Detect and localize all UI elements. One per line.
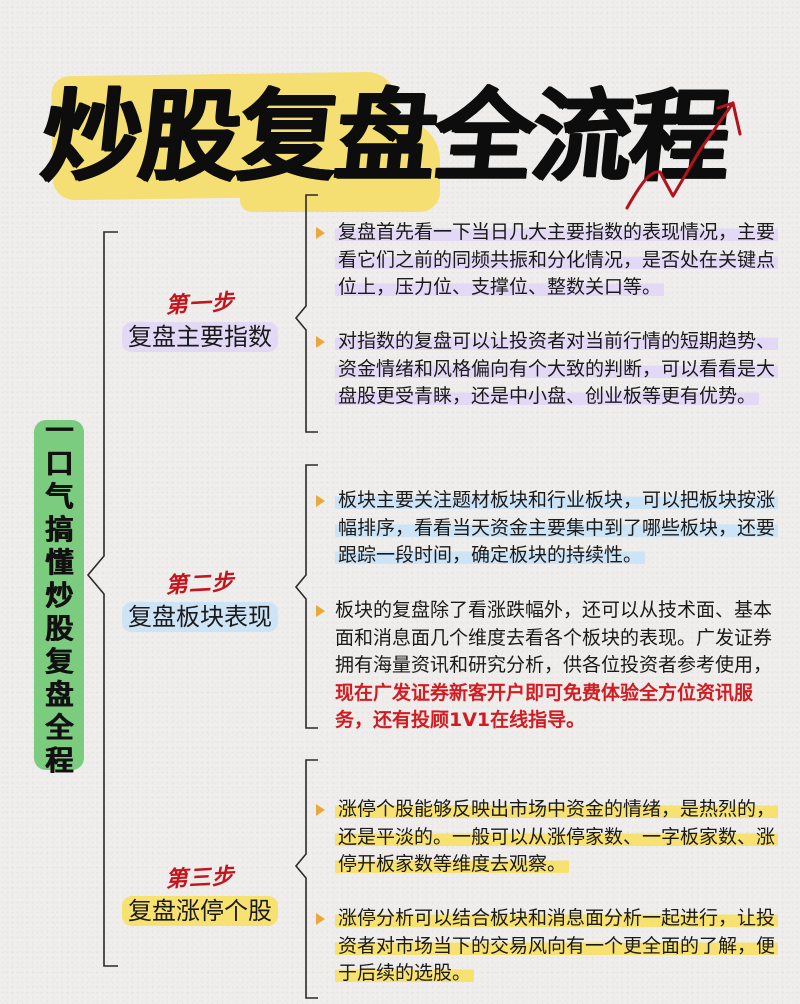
bullet-triangle-icon: [316, 913, 325, 925]
side-banner-char: 炒: [44, 578, 73, 612]
side-banner-char: 气: [44, 479, 73, 513]
step-3-bullet-2: 涨停分析可以结合板块和消息面分析一起进行，让投资者对市场当下的交易风向有一个更全…: [316, 905, 786, 988]
step-1-bullet-1: 复盘首先看一下当日几大主要指数的表现情况，主要看它们之前的同频共振和分化情况，是…: [316, 219, 786, 302]
step1-brace: [294, 194, 318, 433]
step3-brace: [294, 759, 318, 999]
step2-brace: [294, 464, 318, 729]
bullet-text: 复盘首先看一下当日几大主要指数的表现情况，主要看它们之前的同频共振和分化情况，是…: [335, 221, 779, 298]
step-3-bullet-1: 涨停个股能够反映出市场中资金的情绪，是热烈的，还是平淡的。一般可以从涨停家数、一…: [316, 796, 786, 879]
step-number: 第一步: [164, 289, 236, 319]
step-title: 复盘主要指数: [122, 322, 278, 352]
side-banner-char: 口: [44, 446, 73, 480]
side-banner-char: 股: [44, 611, 73, 645]
side-banner-char: 搞: [44, 512, 73, 546]
step-number: 第二步: [164, 569, 236, 599]
side-banner-char: 懂: [44, 545, 73, 579]
step-title: 复盘涨停个股: [122, 896, 278, 926]
bullet-triangle-icon: [316, 605, 325, 617]
side-banner: 一 口 气 搞 懂 炒 股 复 盘 全 程: [34, 414, 84, 777]
bullet-text: 对指数的复盘可以让投资者对当前行情的短期趋势、资金情绪和风格偏向有个大致的判断，…: [335, 330, 779, 407]
bullet-triangle-icon: [316, 804, 325, 816]
step-3-label: 第三步 复盘涨停个股: [100, 860, 300, 926]
bullet-triangle-icon: [316, 227, 325, 239]
main-brace: [86, 231, 118, 967]
step-2-label: 第二步 复盘板块表现: [100, 566, 300, 632]
bullet-text: 涨停分析可以结合板块和消息面分析一起进行，让投资者对市场当下的交易风向有一个更全…: [335, 907, 779, 984]
bullet-triangle-icon: [316, 336, 325, 348]
side-banner-char: 复: [44, 644, 73, 678]
bullet-text: 板块主要关注题材板块和行业板块，可以把板块按涨幅排序，看看当天资金主要集中到了哪…: [335, 489, 779, 566]
step-1-label: 第一步 复盘主要指数: [100, 286, 300, 352]
bullet-text: 板块的复盘除了看涨跌幅外，还可以从技术面、基本面和消息面几个维度去看各个板块的表…: [335, 599, 773, 676]
title-highlight-tail: [240, 120, 440, 212]
side-banner-char: 一: [44, 413, 73, 447]
step-1-bullet-2: 对指数的复盘可以让投资者对当前行情的短期趋势、资金情绪和风格偏向有个大致的判断，…: [316, 328, 786, 411]
promo-text: 现在广发证券新客开户即可免费体验全方位资讯服务，还有投顾1V1在线指导。: [335, 681, 754, 732]
step-title: 复盘板块表现: [122, 602, 278, 632]
step-2-bullet-2: 板块的复盘除了看涨跌幅外，还可以从技术面、基本面和消息面几个维度去看各个板块的表…: [316, 597, 786, 735]
bullet-text: 涨停个股能够反映出市场中资金的情绪，是热烈的，还是平淡的。一般可以从涨停家数、一…: [335, 798, 779, 875]
trend-arrow-icon: [625, 101, 742, 210]
bullet-triangle-icon: [316, 495, 325, 507]
step-2-bullet-1: 板块主要关注题材板块和行业板块，可以把板块按涨幅排序，看看当天资金主要集中到了哪…: [316, 487, 786, 570]
side-banner-char: 盘: [44, 677, 73, 711]
side-banner-char: 程: [44, 743, 73, 777]
side-banner-char: 全: [44, 710, 73, 744]
step-number: 第三步: [164, 863, 236, 893]
